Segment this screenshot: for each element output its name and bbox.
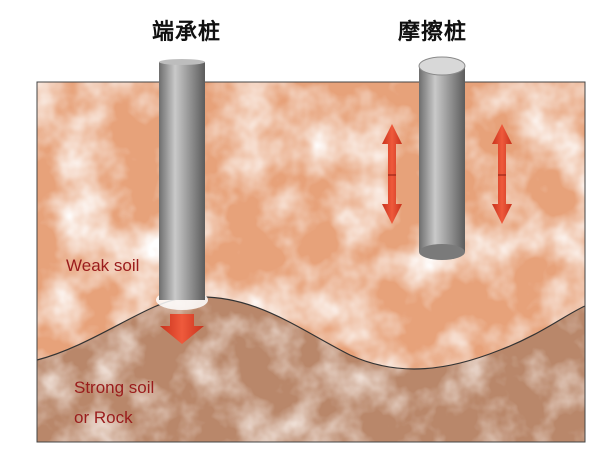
friction-right-double-arrow-icon	[492, 124, 512, 224]
end-bearing-pile-title: 端承桩	[152, 20, 222, 45]
end-bearing-pile	[156, 59, 208, 310]
strong-soil-label-line2: or Rock	[74, 408, 133, 427]
friction-left-double-arrow-icon	[382, 124, 402, 224]
weak-soil-label: Weak soil	[66, 256, 139, 275]
soil-boundary-line	[36, 296, 586, 370]
soil-box-border	[36, 81, 586, 443]
strong-soil-label-line1: Strong soil	[74, 378, 154, 397]
friction-pile	[418, 56, 466, 260]
friction-pile-title: 摩擦桩	[398, 20, 468, 45]
end-bearing-down-arrow-icon	[160, 314, 204, 344]
